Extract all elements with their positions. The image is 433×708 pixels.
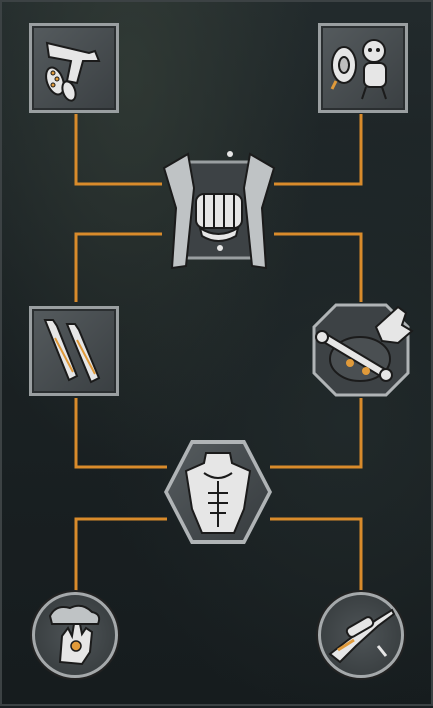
connector-mid-right (274, 232, 363, 302)
connector-bottom-left (74, 517, 167, 596)
skill-node-fist-shackles[interactable] (158, 148, 280, 276)
skill-node-torso-muscles[interactable] (164, 440, 272, 544)
skill-node-hand-bones-barrel[interactable] (302, 297, 420, 403)
sniper-rifle-icon (328, 608, 396, 664)
skill-node-monkey-cymbals[interactable] (318, 23, 408, 113)
skill-node-sniper-rifle[interactable] (318, 592, 404, 678)
connector-top-right (274, 114, 363, 186)
skill-node-bullets-ammo[interactable] (29, 306, 119, 396)
torso-icon (184, 452, 252, 534)
connector-bottom-right (270, 517, 363, 596)
connector-lower-right (270, 398, 363, 469)
skill-node-hand-smoke[interactable] (32, 592, 118, 678)
bullets-icon (43, 319, 101, 384)
connector-top-left (74, 114, 162, 186)
connector-lower-left (74, 398, 167, 469)
skill-node-pistol-footprints[interactable] (29, 23, 119, 113)
hand-bones-icon (312, 303, 414, 397)
connector-mid-left (74, 232, 162, 302)
fist-shackles-icon (162, 151, 276, 270)
hand-smoke-icon (48, 604, 101, 666)
pistol-footprints-icon (45, 41, 101, 102)
monkey-cymbals-icon (330, 39, 387, 100)
